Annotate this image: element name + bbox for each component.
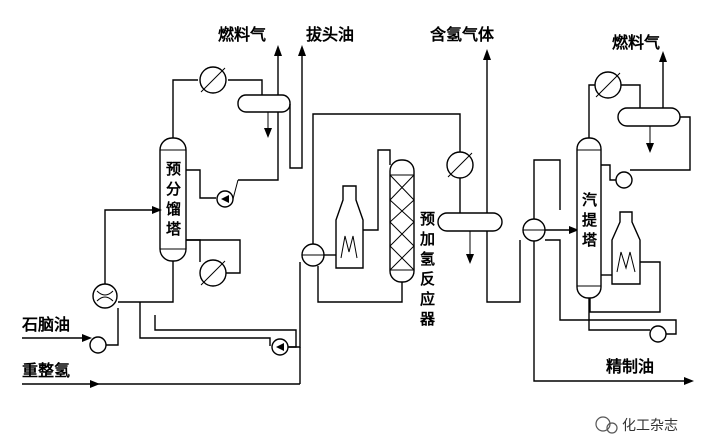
reflux-pump-right xyxy=(615,171,633,189)
reactor-label-3: 氢 xyxy=(420,250,435,268)
reactor-label-1: 预 xyxy=(420,210,435,228)
stripper-bottoms-pump xyxy=(649,325,667,343)
pre-fractionator-label-1: 预 xyxy=(166,160,181,178)
pre-fractionator-bottoms-to-pump xyxy=(139,302,271,346)
pre-fractionator-label-4: 塔 xyxy=(166,220,182,238)
naphtha-feed-pump xyxy=(89,336,107,354)
topped-oil-arrow xyxy=(298,45,306,56)
stripper-reboiler-coil xyxy=(616,251,636,273)
topped-oil-label: 拔头油 xyxy=(306,25,354,44)
stripper-label-2: 提 xyxy=(582,211,598,229)
fuel-gas-right-arrow xyxy=(659,51,667,62)
stripper-reboiler-heater xyxy=(611,211,641,285)
naphtha-label: 石脑油 xyxy=(21,315,70,334)
condenser-left-diagonal xyxy=(200,67,226,93)
topped-oil-line xyxy=(289,52,303,169)
stripper-bottoms-line xyxy=(588,298,650,331)
feed-to-pre-fractionator-line xyxy=(104,209,160,284)
chat-bubble-small-icon xyxy=(606,422,618,434)
pre-fractionator-overhead-line xyxy=(172,79,198,138)
heater-to-reactor-line xyxy=(363,149,391,231)
high-pressure-separator xyxy=(437,212,503,232)
reactor-label-6: 器 xyxy=(419,310,436,328)
effluent-to-separator-line xyxy=(312,113,461,244)
refined-oil-product-arrow xyxy=(684,377,694,385)
condenser-right-outlet xyxy=(621,84,641,108)
reactor-effluent-line xyxy=(317,266,403,303)
chat-bubble-icon xyxy=(595,416,611,432)
watermark-text: 化工杂志 xyxy=(622,418,678,434)
reflux-pump-left-connector xyxy=(232,179,239,200)
pre-fractionator-label-3: 馏 xyxy=(165,200,181,218)
reactor-catalyst-bed xyxy=(389,174,415,271)
stripper-label-1: 汽 xyxy=(582,191,597,209)
reactor-label-5: 应 xyxy=(420,290,435,308)
stripper-overhead-line xyxy=(588,84,595,138)
hydrogen-gas-outlet-arrow xyxy=(483,49,491,60)
refined-oil-product-line xyxy=(533,241,690,382)
reflux-return-right xyxy=(601,164,616,181)
feed-to-pre-fractionator-arrow xyxy=(152,206,162,214)
condenser-outlet-line-left xyxy=(228,79,263,95)
fuel-gas-right-label: 燃料气 xyxy=(612,33,660,52)
stripper-exchanger-upper-line xyxy=(533,159,561,219)
stripper-bottoms-to-exchanger xyxy=(545,239,677,335)
reflux-return-line xyxy=(186,169,216,199)
watermark: 化工杂志 xyxy=(595,416,678,434)
pre-fractionator-bottoms-line xyxy=(118,261,174,303)
reflux-pump-right-inlet xyxy=(630,116,691,171)
refined-oil-label: 精制油 xyxy=(606,357,654,376)
reactor-feed-heater xyxy=(335,185,364,269)
reforming-hydrogen-label: 重整氢 xyxy=(22,361,70,380)
fuel-gas-left-label: 燃料气 xyxy=(218,25,266,44)
naphtha-pump-discharge xyxy=(106,308,119,346)
feed-exchanger-left-coil xyxy=(96,290,114,302)
reactor-feed-heater-coil xyxy=(340,235,358,259)
hydrogen-gas-label: 含氢气体 xyxy=(430,25,495,44)
effluent-condenser-diagonal xyxy=(447,152,473,178)
pre-fractionator-label-2: 分 xyxy=(166,180,181,198)
reflux-drum-right xyxy=(617,107,681,127)
separator-drain-arrow xyxy=(466,254,474,264)
reactor-label-4: 反 xyxy=(420,270,435,288)
stripper-reboiler-circuit xyxy=(589,261,661,313)
stripper-feed-arrow xyxy=(569,226,579,234)
reflux-drum-left xyxy=(237,94,291,113)
reflux-pump-left-symbol xyxy=(221,195,229,203)
reboiler-inlet-line xyxy=(186,239,201,262)
condenser-right-diagonal xyxy=(595,72,621,98)
reactor-label-2: 加 xyxy=(419,230,435,248)
fuel-gas-left-arrow xyxy=(274,45,282,56)
stripper-label-3: 塔 xyxy=(582,231,598,249)
reflux-drum-left-drain-arrow xyxy=(264,128,272,138)
reactor-feed-pump-symbol xyxy=(276,343,284,351)
reboiler-left-diagonal xyxy=(200,260,226,286)
reflux-pump-inlet-line xyxy=(238,112,279,181)
reflux-drum-right-drain-arrow xyxy=(646,143,654,153)
naphtha-feed-arrow xyxy=(82,334,92,342)
reforming-hydrogen-arrow xyxy=(90,380,100,388)
separator-liquid-line xyxy=(486,231,521,303)
feed-heat-exchanger-left xyxy=(92,283,118,309)
reactor-feed-to-exchanger xyxy=(288,262,301,348)
reboiler-return-line xyxy=(186,239,241,274)
